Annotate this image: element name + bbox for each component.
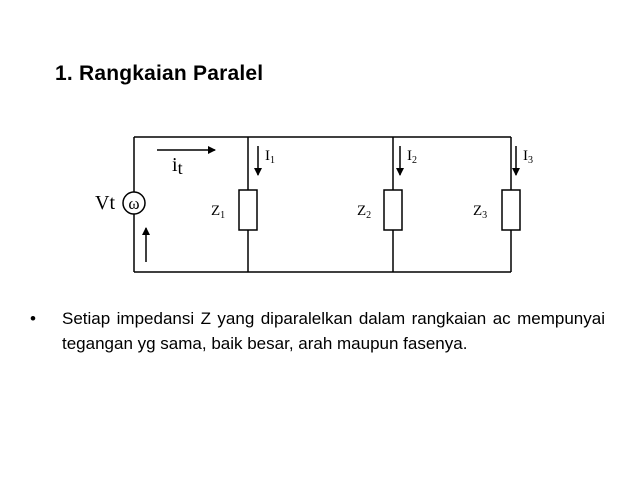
branch-1-impedance-label: Z1	[211, 203, 225, 221]
source-label: Vt	[95, 192, 115, 214]
branch-2-current-label: I2	[407, 148, 417, 166]
impedance-z1	[238, 189, 258, 231]
impedance-z3	[501, 189, 521, 231]
slide-title: 1. Rangkaian Paralel	[55, 62, 264, 85]
branch-3-impedance-label: Z3	[473, 203, 487, 221]
branch-1-current-label: I1	[265, 148, 275, 166]
ac-source-symbol: ω	[128, 194, 139, 213]
impedance-z2	[383, 189, 403, 231]
branch-2-impedance-label: Z2	[357, 203, 371, 221]
bullet-text: Setiap impedansi Z yang diparalelkan dal…	[62, 309, 605, 353]
ac-source-icon	[122, 191, 146, 215]
bullet-point: • Setiap impedansi Z yang diparalelkan d…	[30, 306, 605, 356]
total-current-label: it	[172, 154, 183, 178]
bullet-icon: •	[30, 309, 36, 328]
branch-3-current-label: I3	[523, 148, 533, 166]
